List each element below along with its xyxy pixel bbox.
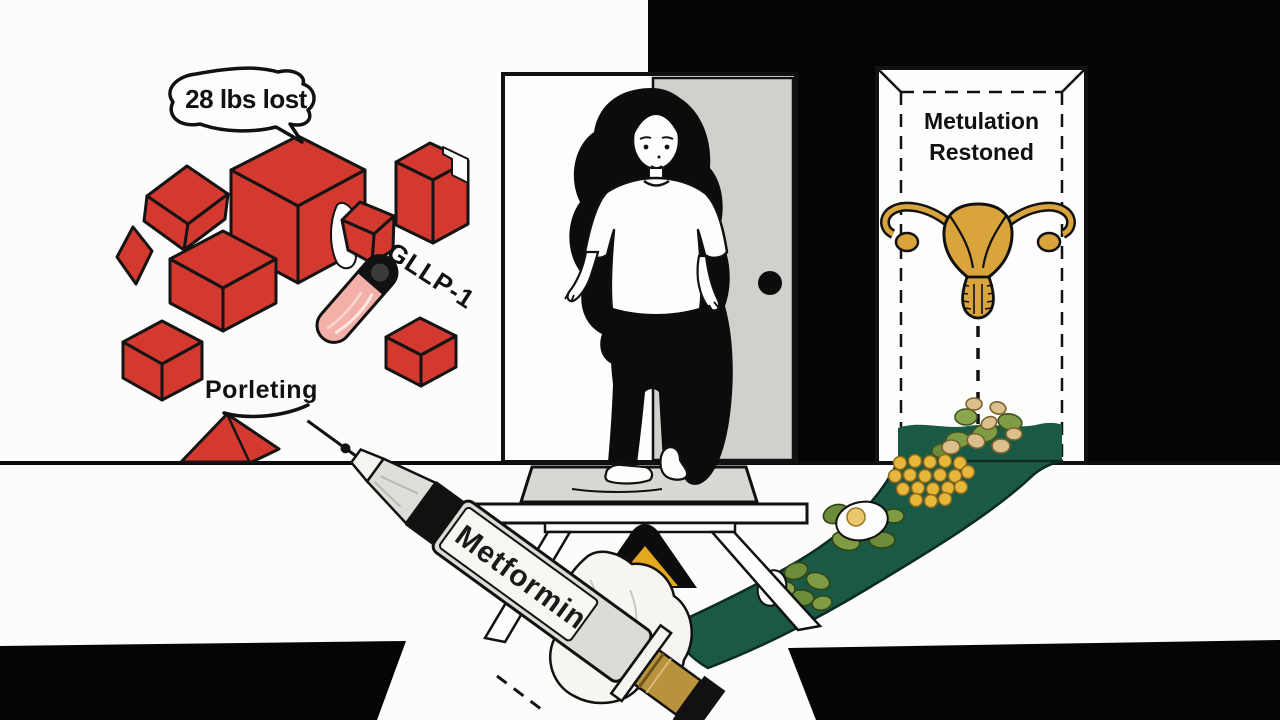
table-leg-right [709,530,823,632]
red-cube-mid [168,229,278,333]
red-cube-flat [142,164,230,252]
hair-fringe [631,104,681,140]
needle [306,419,357,458]
left-arm [566,250,600,303]
porleting-label: Porleting [205,376,318,404]
pistachios [931,397,1023,459]
pants [608,308,701,464]
corn-kernels [887,453,976,509]
left-foot [604,463,654,485]
door-sign: Metulation Restoned [878,106,1085,168]
fried-egg [822,500,905,552]
syringe-collar [404,481,465,545]
motion-dash-line [496,674,546,714]
uterus-icon [880,201,1076,320]
healthy-food-path [666,397,1064,670]
door-sign-line2: Restoned [929,139,1034,165]
bottom-left-black-band [0,641,406,720]
door-knob [758,271,782,295]
syringe-plunger [632,648,703,717]
red-diamond [115,225,154,286]
speech-bubble [168,66,316,144]
weight-loss-bubble-text: 28 lbs lost [185,84,307,114]
red-cube-lower-left [121,319,204,402]
syringe-icon: Metformin [306,419,726,720]
woman-figure [564,88,733,485]
door-sign-line1: Metulation [924,108,1039,134]
red-cube-notched [394,141,470,245]
right-foot [659,445,689,481]
syringe-label [438,506,599,642]
porleting-underline [222,403,310,419]
red-cube-lower-right [384,316,458,388]
bottom-right-black-band [788,640,1280,720]
capsule-pill-icon [315,254,399,344]
red-pyramid [179,412,281,464]
